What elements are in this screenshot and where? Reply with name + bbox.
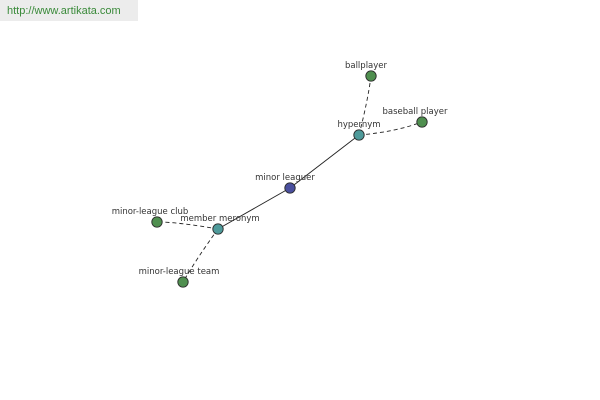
ballplayer-node-icon[interactable] — [365, 70, 377, 82]
hypernym-node-icon[interactable] — [353, 129, 365, 141]
minor-league-team-label[interactable]: minor-league team — [139, 267, 220, 277]
edge-central-hypernym — [289, 134, 360, 189]
minor-league-club-label[interactable]: minor-league club — [112, 207, 189, 217]
minor-league-team-node-icon[interactable] — [177, 276, 189, 288]
member-meronym-node-icon[interactable] — [212, 223, 224, 235]
baseball-player-node-icon[interactable] — [416, 116, 428, 128]
member-meronym-label[interactable]: member meronym — [180, 214, 259, 224]
edge-central-member-meronym — [217, 187, 291, 230]
hypernym-label[interactable]: hypernym — [337, 120, 380, 130]
baseball-player-label[interactable]: baseball player — [382, 107, 448, 117]
minor-league-club-node-icon[interactable] — [151, 216, 163, 228]
central-label[interactable]: minor leaguer — [255, 173, 315, 183]
central-node-icon[interactable] — [284, 182, 296, 194]
ballplayer-label[interactable]: ballplayer — [345, 61, 388, 71]
url-banner: http://www.artikata.com — [0, 0, 138, 21]
site-url-link[interactable]: http://www.artikata.com — [7, 5, 121, 17]
